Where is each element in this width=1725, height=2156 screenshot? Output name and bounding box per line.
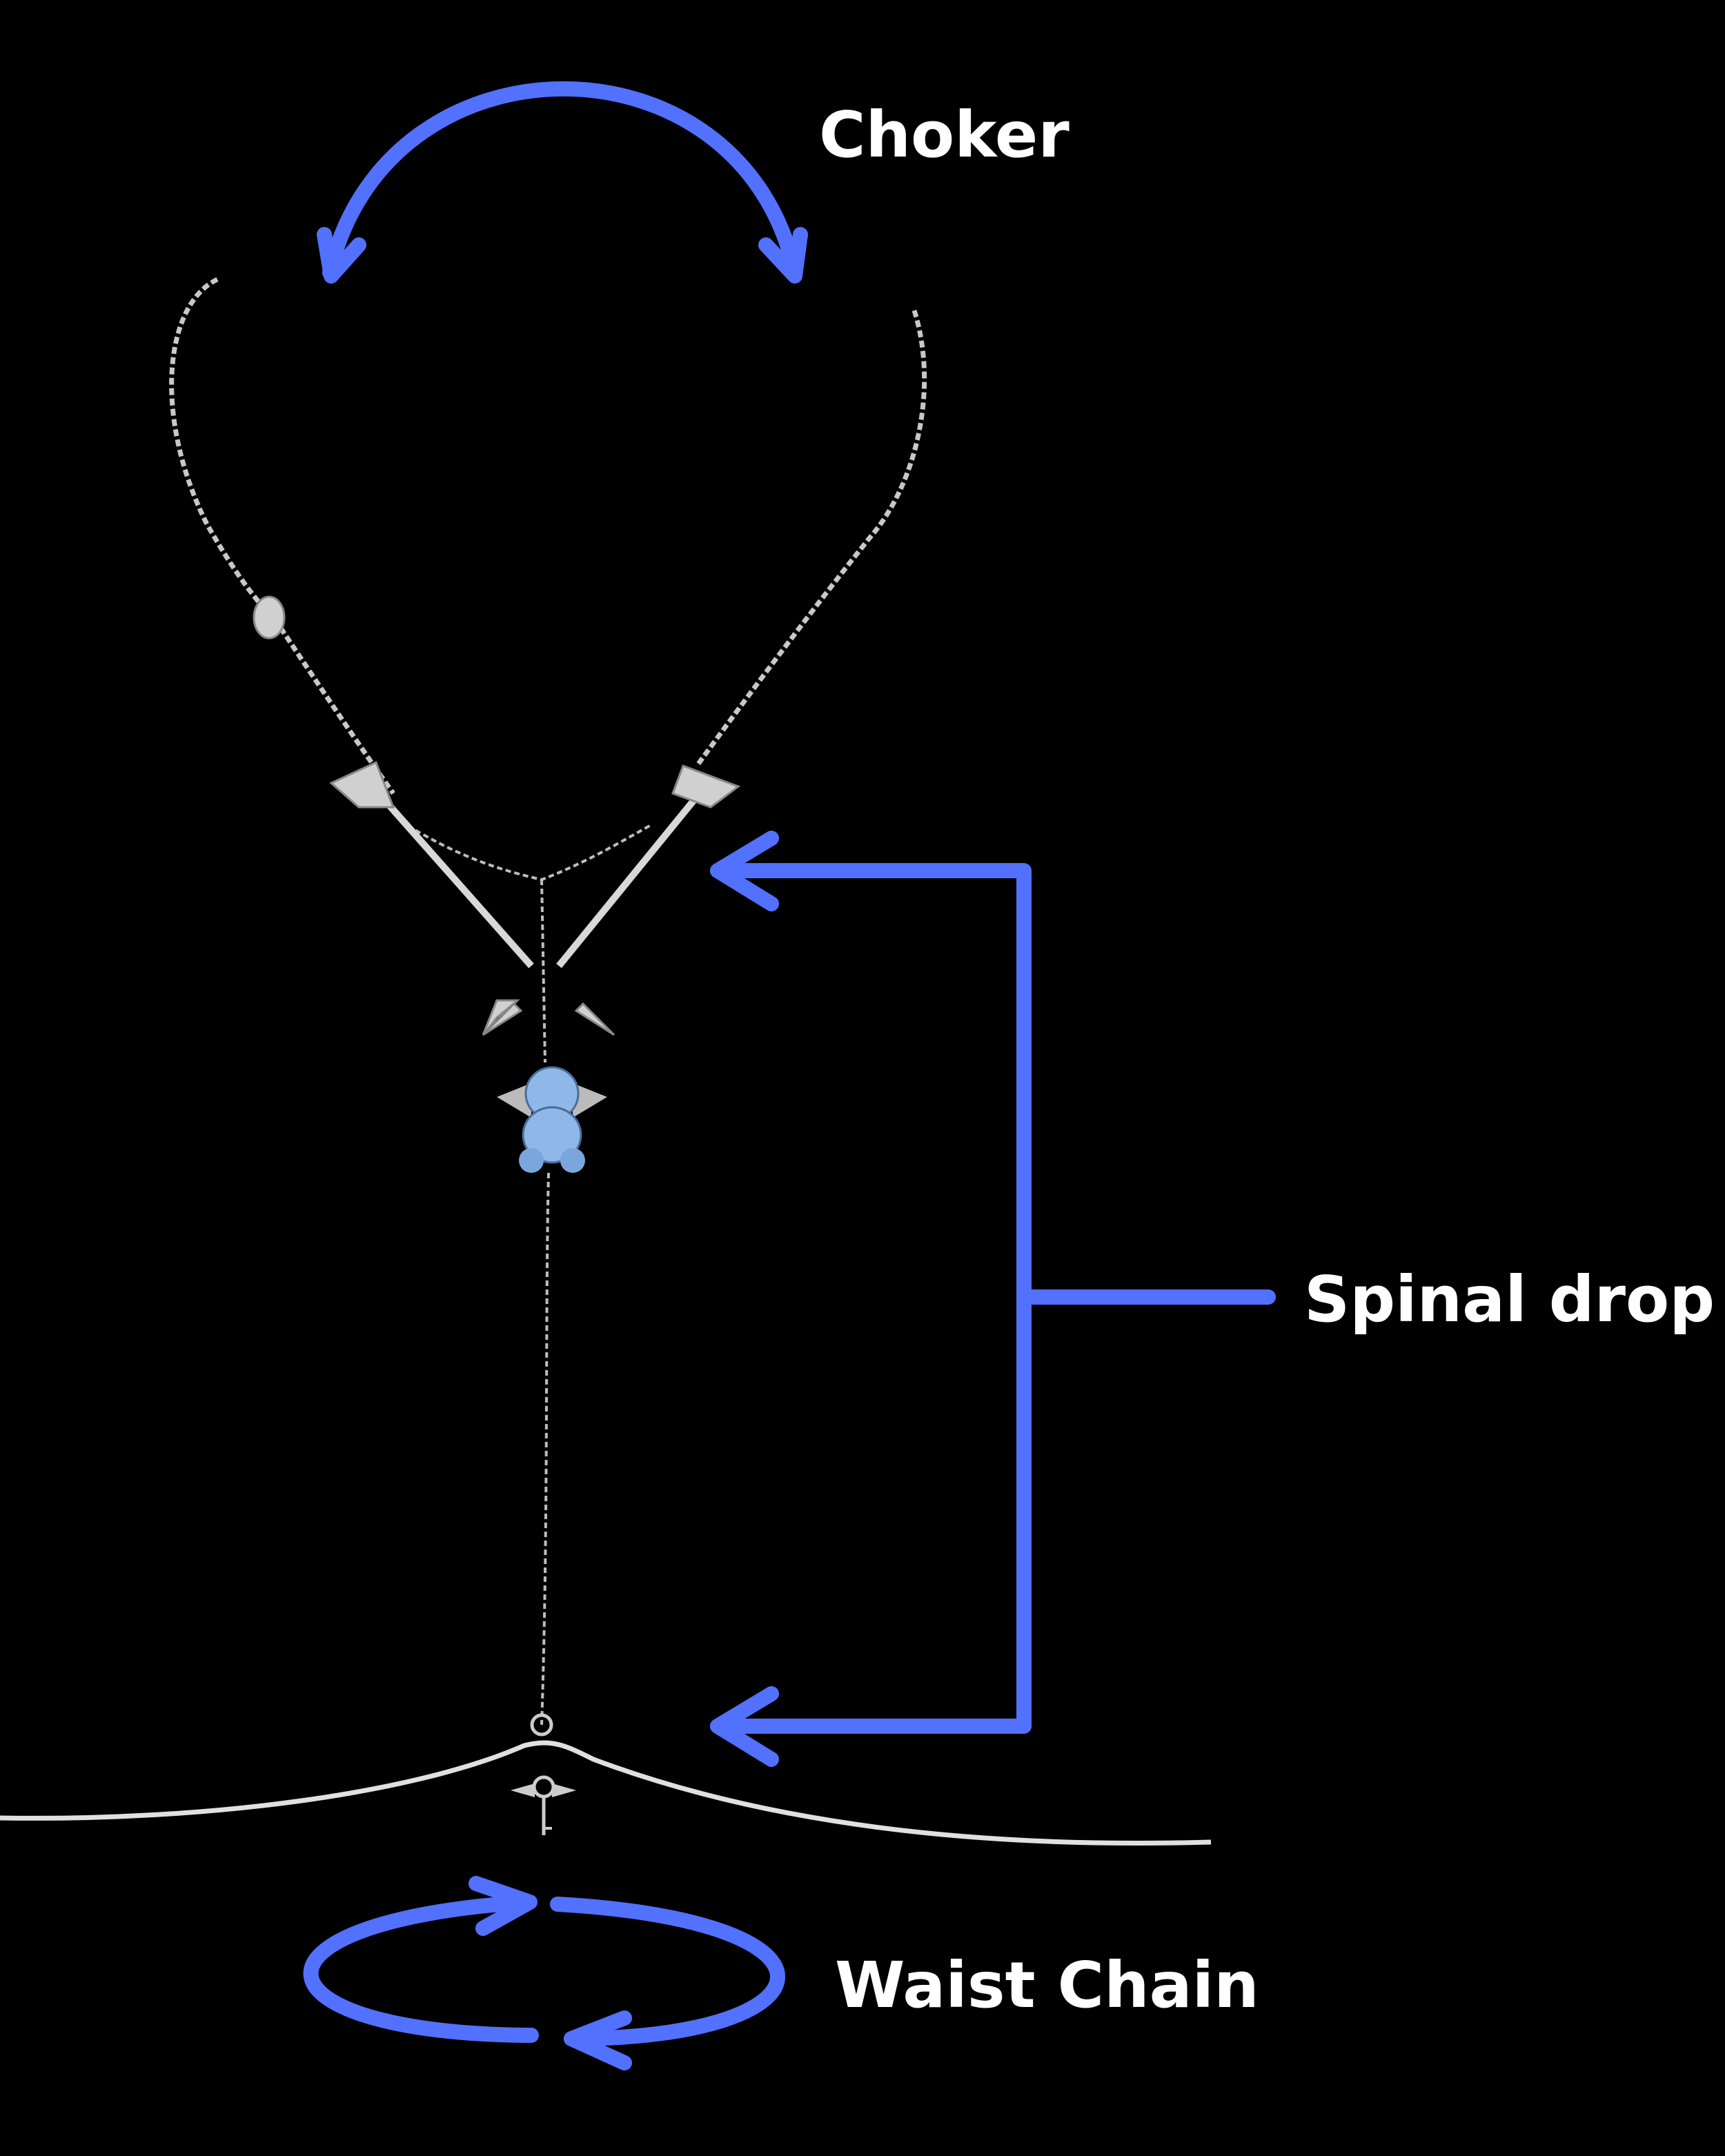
- waist-chain-label: Waist Chain: [835, 1948, 1259, 2022]
- arrow-charm-left: [370, 784, 534, 969]
- arrow-charm-right: [556, 777, 713, 969]
- choker-arc: [322, 81, 802, 280]
- heart-key-charm: [511, 1775, 576, 1835]
- waist-chain: [0, 1740, 1212, 1846]
- waist-chain-annotation: [303, 1876, 785, 2070]
- spinal-bracket: [710, 863, 1032, 1734]
- choker-chain-left: [169, 277, 395, 795]
- angel-bear-pendant: [497, 1066, 607, 1173]
- spinal-drop-annotation: [710, 831, 1276, 1767]
- loop-arc-right: [550, 1897, 785, 2046]
- choker-chain-right: [695, 309, 927, 768]
- loop-arrowhead-right-icon: [469, 1876, 538, 1936]
- spinal-drop-chain: [540, 1172, 550, 1725]
- necklace-image: [0, 277, 1212, 1846]
- drop-ring: [530, 1713, 553, 1737]
- drop-chain-upper: [540, 879, 546, 1063]
- arrowhead-left-icon: [317, 227, 366, 284]
- arrow-fletching-left: [329, 760, 395, 809]
- loop-arrowhead-left-icon: [564, 2010, 632, 2070]
- lobster-clasp: [253, 595, 286, 640]
- spinal-drop-label: Spinal drop: [1304, 1263, 1715, 1336]
- arrow-fletching-right: [671, 764, 741, 809]
- choker-label: Choker: [819, 98, 1070, 172]
- inner-chain: [399, 820, 653, 882]
- arrow-tip-right: [574, 1002, 615, 1036]
- arrow-tip-left-2: [482, 1002, 523, 1036]
- choker-annotation: [317, 81, 808, 284]
- loop-arc-left: [303, 1895, 539, 2043]
- arrowhead-top-icon: [710, 831, 779, 911]
- arrowhead-right-icon: [758, 227, 808, 284]
- arrowhead-bottom-icon: [710, 1686, 779, 1767]
